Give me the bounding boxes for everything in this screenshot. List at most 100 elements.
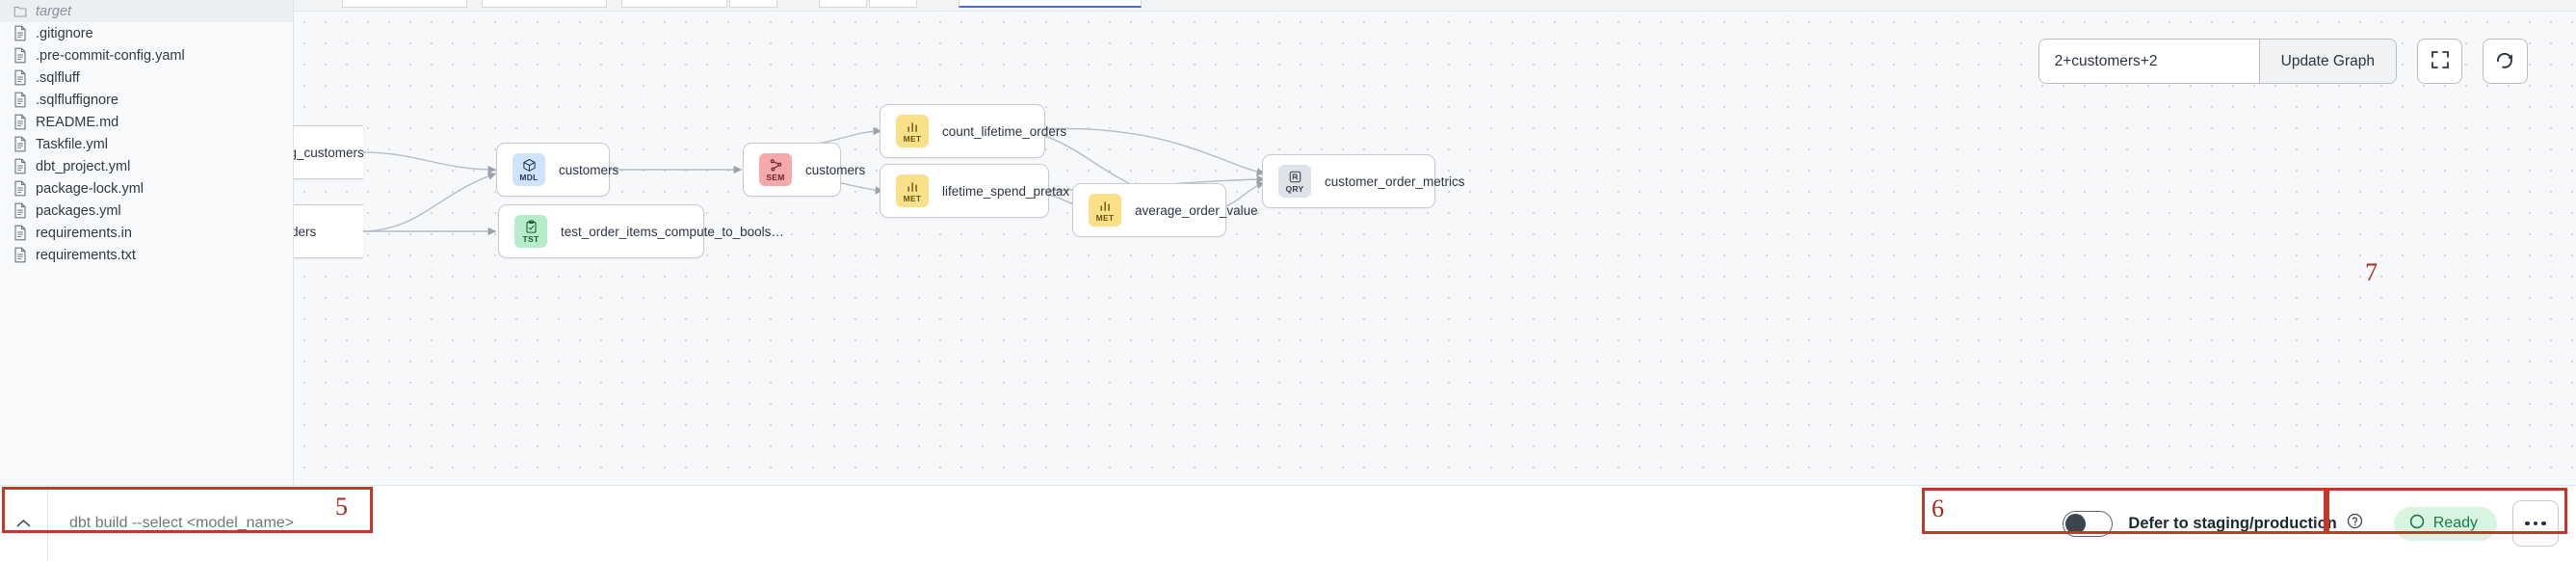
file-list-item[interactable]: dbt_project.yml <box>0 155 293 177</box>
file-list-item[interactable]: .gitignore <box>0 22 293 44</box>
tab-stub-5[interactable] <box>819 0 867 8</box>
lineage-node-lifetime_spend_pretax[interactable]: MET lifetime_spend_pretax <box>880 164 1069 218</box>
lineage-node-label: orders <box>294 224 317 239</box>
lineage-node-label: lifetime_spend_pretax <box>942 183 1070 199</box>
file-list-item[interactable]: .sqlfluffignore <box>0 89 293 111</box>
badge-code: MET <box>903 133 922 144</box>
tab-stub-active[interactable] <box>959 0 1142 8</box>
lineage-node-customer_order_metrics[interactable]: QRY customer_order_metrics <box>1262 154 1465 208</box>
toggle-knob <box>2065 513 2087 534</box>
file-label: package-lock.yml <box>36 180 145 197</box>
tab-stub-4[interactable] <box>729 0 777 8</box>
file-icon <box>13 180 27 197</box>
graph-toolbar: Update Graph <box>2037 39 2528 84</box>
badge-code: QRY <box>1285 183 1304 194</box>
tab-stub-6[interactable] <box>869 0 917 8</box>
lineage-node-label: average_order_value <box>1135 202 1258 218</box>
file-label: packages.yml <box>36 202 121 219</box>
file-list-item[interactable]: README.md <box>0 111 293 133</box>
lineage-node-label: customer_order_metrics <box>1325 174 1465 189</box>
file-label: README.md <box>36 114 119 130</box>
met-badge-icon: MET <box>1089 194 1121 227</box>
command-input[interactable] <box>48 515 588 532</box>
mdl-badge-icon: MDL <box>513 153 545 186</box>
more-options-button[interactable] <box>2512 500 2559 547</box>
file-icon <box>13 225 27 241</box>
ellipsis-icon <box>2525 521 2546 526</box>
status-label: Ready <box>2432 515 2478 531</box>
fullscreen-icon <box>2430 49 2451 73</box>
lineage-node-label: test_order_items_compute_to_bools… <box>561 224 784 239</box>
refresh-icon <box>2494 49 2516 74</box>
badge-code: MDL <box>519 172 539 182</box>
bottom-command-bar: Defer to staging/production Ready <box>0 485 2576 561</box>
defer-toggle[interactable] <box>2063 510 2114 537</box>
tab-stub-1[interactable] <box>342 0 467 8</box>
lineage-node-test_order_items[interactable]: TST test_order_items_compute_to_bools… <box>498 204 784 258</box>
file-label: requirements.txt <box>36 247 136 263</box>
tab-stub-2[interactable] <box>482 0 607 8</box>
file-list-item[interactable]: .pre-commit-config.yaml <box>0 44 293 67</box>
lineage-node-stg_customers[interactable]: stg_customers <box>294 125 364 179</box>
file-list-item[interactable]: requirements.in <box>0 222 293 244</box>
refresh-graph-button[interactable] <box>2483 39 2528 84</box>
file-list-item[interactable]: Taskfile.yml <box>0 133 293 155</box>
file-list-item[interactable]: .sqlfluff <box>0 67 293 89</box>
file-icon <box>13 247 27 263</box>
lineage-node-label: customers <box>559 162 619 177</box>
update-graph-button[interactable]: Update Graph <box>2258 40 2396 83</box>
status-badge[interactable]: Ready <box>2393 506 2497 541</box>
file-label: dbt_project.yml <box>36 158 131 174</box>
file-icon <box>13 136 27 152</box>
file-label: target <box>36 3 72 19</box>
file-label: .sqlfluff <box>36 69 80 86</box>
qry-badge-icon: QRY <box>1278 165 1311 198</box>
tst-badge-icon: TST <box>514 215 547 248</box>
file-icon <box>13 158 27 174</box>
met-badge-icon: MET <box>896 174 929 207</box>
file-explorer-panel: target .gitignore .pre-commit-config.yaml.… <box>0 0 294 485</box>
file-icon <box>13 69 27 86</box>
file-icon <box>13 202 27 219</box>
file-label: .pre-commit-config.yaml <box>36 47 185 64</box>
editor-tab-strip[interactable] <box>294 0 2576 12</box>
badge-code: MET <box>1095 212 1115 223</box>
lineage-node-label: stg_customers <box>294 145 364 160</box>
lineage-node-customers_mdl[interactable]: MDL customers <box>496 143 618 197</box>
file-label: .gitignore <box>36 25 93 41</box>
lineage-node-orders[interactable]: orders <box>294 204 363 258</box>
lineage-node-label: customers <box>805 162 866 177</box>
badge-code: SEM <box>766 172 785 182</box>
file-label: Taskfile.yml <box>36 136 108 152</box>
file-list-item[interactable]: requirements.txt <box>0 244 293 266</box>
sem-badge-icon: SEM <box>759 153 792 186</box>
file-label: .sqlfluffignore <box>36 92 118 108</box>
graph-selector-input[interactable] <box>2038 40 2259 83</box>
folder-icon <box>13 3 27 19</box>
defer-control-group: Defer to staging/production <box>2034 510 2379 537</box>
help-circle-icon[interactable] <box>2347 513 2363 534</box>
file-label: requirements.in <box>36 225 132 241</box>
file-list-item[interactable]: packages.yml <box>0 200 293 222</box>
lineage-node-customers_sem[interactable]: SEM customers <box>743 143 865 197</box>
circle-icon <box>2409 514 2425 534</box>
tab-stub-3[interactable] <box>621 0 727 8</box>
file-list-item[interactable]: target <box>0 0 293 22</box>
chevron-up-icon[interactable] <box>0 485 48 561</box>
badge-code: TST <box>522 233 539 244</box>
file-icon <box>13 47 27 64</box>
bottom-bar-right-cluster: Defer to staging/production Ready <box>2034 500 2576 547</box>
file-list: target .gitignore .pre-commit-config.yaml.… <box>0 0 293 266</box>
defer-label: Defer to staging/production <box>2128 514 2337 532</box>
file-list-item[interactable]: package-lock.yml <box>0 177 293 200</box>
met-badge-icon: MET <box>896 115 929 147</box>
fullscreen-button[interactable] <box>2417 39 2462 84</box>
file-icon <box>13 25 27 41</box>
lineage-node-average_order_value[interactable]: MET average_order_value <box>1072 183 1258 237</box>
graph-selector-group: Update Graph <box>2037 39 2397 84</box>
badge-code: MET <box>903 193 922 203</box>
file-icon <box>13 114 27 130</box>
